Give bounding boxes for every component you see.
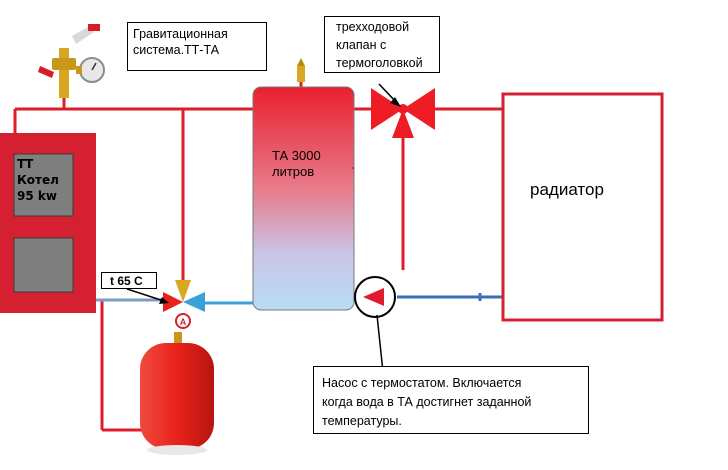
return-pipes [95, 293, 503, 305]
valve-letter: A [180, 317, 187, 327]
pump-icon [354, 276, 396, 373]
pump-callout-line3: температуры. [322, 414, 402, 428]
valve-callout-line3: термоголовкой [336, 56, 423, 70]
boiler [0, 133, 96, 313]
boiler-window-top [13, 153, 74, 217]
temperature-label: t 65 С [101, 272, 157, 289]
tank-label-line1: ТА 3000 [272, 148, 321, 163]
tank-label: ТА 3000 литров [272, 148, 321, 180]
safety-group-icon [38, 24, 105, 98]
boiler-label-line1: ТТ [17, 157, 34, 171]
boiler-label: ТТ Котел 95 kw [17, 156, 59, 204]
valve-callout-line1: трехходовой [336, 20, 410, 34]
air-vent-icon [297, 58, 305, 82]
pump-callout-line1: Насос с термостатом. Включается [322, 376, 522, 390]
boiler-label-line3: 95 kw [17, 189, 57, 203]
system-callout: Гравитационная система.ТТ-ТА [127, 22, 267, 71]
three-way-valve-icon [371, 83, 435, 138]
mixing-valve-icon: A [126, 280, 205, 329]
boiler-window-bottom [13, 237, 74, 293]
system-callout-line2: система.ТТ-ТА [133, 43, 220, 57]
radiator-label: радиатор [530, 180, 604, 199]
tank-label-line2: литров [272, 164, 315, 179]
system-callout-line1: Гравитационная [133, 27, 228, 41]
valve-callout: трехходовой клапан с термоголовкой [324, 16, 440, 73]
accumulation-tank [252, 86, 355, 311]
pump-callout-line2: когда вода в ТА достигнет заданной [322, 395, 532, 409]
radiator [501, 92, 664, 322]
expansion-tank-icon [140, 332, 214, 455]
pump-callout: Насос с термостатом. Включается когда во… [313, 366, 589, 434]
valve-callout-line2: клапан с [336, 38, 387, 52]
boiler-label-line2: Котел [17, 173, 59, 187]
